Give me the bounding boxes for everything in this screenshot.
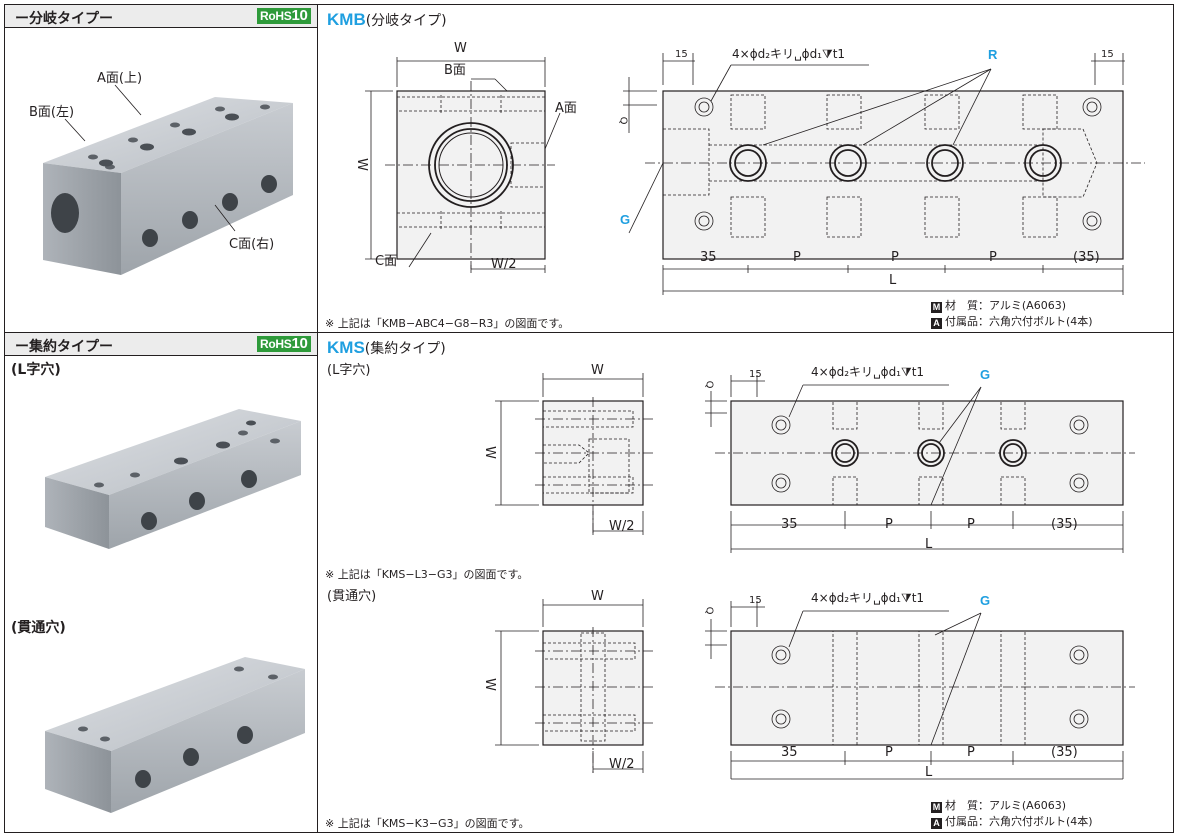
kmb-side-c-face: C面 (375, 254, 398, 269)
kms-t-p2: P (967, 745, 975, 760)
kmb-front-15-right: 15 (1101, 49, 1114, 60)
rohs-number: 10 (291, 335, 308, 352)
accessory-mark: A (931, 318, 942, 329)
kmb-side-w-half: W/2 (491, 257, 517, 272)
kmb-front-p3: P (989, 250, 997, 265)
kms-rohs-badge: RoHS10 (257, 336, 311, 352)
kmb-title: KMB(分岐タイプ) (327, 10, 447, 30)
kms-accessory-text: 付属品：六角穴付ボルト(4本) (945, 815, 1093, 828)
kms-l-g-label: G (980, 367, 990, 382)
kms-t-side-view (495, 599, 655, 773)
kms-t-g-label: G (980, 593, 990, 608)
kmb-side-view (365, 57, 561, 273)
material-mark: M (931, 802, 942, 813)
kmb-front-p2: P (891, 250, 899, 265)
kms-l-w-top: W (591, 363, 604, 378)
kms-through-product-photo (45, 657, 305, 813)
kms-t-l: L (925, 765, 933, 780)
kms-l-w-half: W/2 (609, 519, 635, 534)
kms-t-w-side: W (481, 678, 497, 691)
kms-model-sub: (集約タイプ) (364, 341, 446, 357)
kmb-front-l: L (889, 273, 897, 288)
kmb-model: KMB (327, 10, 366, 29)
kmb-accessory-text: 付属品：六角穴付ボルト(4本) (945, 315, 1093, 328)
kmb-r-text: R (988, 47, 998, 62)
kms-l-side-view (495, 373, 655, 535)
kms-l-w-side: W (481, 446, 497, 459)
kmb-front-15-left: 15 (675, 49, 688, 60)
kmb-left-header (5, 5, 317, 28)
kms-t-p1: P (885, 745, 893, 760)
accessory-mark: A (931, 818, 942, 829)
row-divider (5, 332, 1173, 333)
kmb-g-text: G (620, 212, 630, 227)
kmb-front-view (623, 53, 1145, 295)
kmb-photo-label-c: C面(右) (229, 237, 275, 252)
rohs-number: 10 (291, 7, 308, 24)
kmb-photo-leaders (64, 84, 236, 232)
kms-through-label: (貫通穴) (11, 620, 66, 636)
kms-l-15: 15 (749, 369, 762, 380)
kmb-front-35: 35 (700, 250, 717, 265)
kmb-side-a-face: A面 (555, 101, 577, 116)
kms-l-p2: P (967, 517, 975, 532)
kms-l-35: 35 (781, 517, 798, 532)
kms-l-g-text: G (980, 367, 990, 382)
kms-model: KMS (327, 338, 365, 357)
rohs-prefix: RoHS (260, 9, 292, 23)
kms-material-text: 材 質：アルミ(A6063) (945, 799, 1066, 812)
kms-l-q: Q (703, 380, 715, 389)
kms-l-hole-label: (L字穴) (11, 362, 61, 378)
kms-left-header (5, 333, 317, 356)
rohs-prefix: RoHS (260, 337, 292, 351)
kms-l-product-photo (45, 409, 301, 549)
kms-t-front-view (705, 601, 1135, 780)
kms-l-sub: (L字穴) (327, 363, 371, 378)
kmb-model-sub: (分岐タイプ) (365, 13, 447, 29)
kms-l-front-view (705, 375, 1135, 553)
kms-t-q: Q (703, 606, 715, 615)
kms-t-g-text: G (980, 593, 990, 608)
kmb-front-p1: P (793, 250, 801, 265)
kms-l-p1: P (885, 517, 893, 532)
kms-through-sub: (貫通穴) (327, 589, 377, 604)
kms-t-w-half: W/2 (609, 757, 635, 772)
kms-t-35-end: (35) (1051, 745, 1078, 760)
kms-t-w-top: W (591, 589, 604, 604)
kms-t-hole-note: 4×ϕd₂キリ␣ϕd₁⧩t1 (811, 591, 925, 605)
catalog-sheet: ー分岐タイプー RoHS10 (4, 4, 1174, 833)
kms-category-label: ー集約タイプー (15, 339, 113, 355)
kmb-product-photo (43, 97, 293, 275)
kmb-photo-label-b: B面(左) (29, 105, 75, 120)
kmb-side-w-top: W (454, 41, 467, 56)
kms-title: KMS(集約タイプ) (327, 338, 446, 358)
kmb-front-35-end: (35) (1073, 250, 1100, 265)
kmb-side-w: W (353, 158, 369, 171)
kmb-front-q: Q (617, 116, 629, 125)
kmb-side-b-face: B面 (444, 63, 466, 78)
material-mark: M (931, 302, 942, 313)
kms-l-l: L (925, 537, 933, 552)
kmb-note: ※ 上記は「KMB−ABC4−G8−R3」の図面です。 (325, 317, 570, 330)
kms-t-35: 35 (781, 745, 798, 760)
kmb-front-hole-note: 4×ϕd₂キリ␣ϕd₁⧩t1 (732, 47, 846, 61)
kms-note-l: ※ 上記は「KMS−L3−G3」の図面です。 (325, 568, 529, 581)
kms-t-15: 15 (749, 595, 762, 606)
column-divider (317, 5, 318, 832)
kmb-category-label: ー分岐タイプー (15, 11, 113, 27)
kmb-material-text: 材 質：アルミ(A6063) (945, 299, 1066, 312)
kmb-r-label: R (988, 47, 998, 62)
kms-l-35-end: (35) (1051, 517, 1078, 532)
kms-note-t: ※ 上記は「KMS−K3−G3」の図面です。 (325, 817, 530, 830)
kms-l-hole-note: 4×ϕd₂キリ␣ϕd₁⧩t1 (811, 365, 925, 379)
kmb-rohs-badge: RoHS10 (257, 8, 311, 24)
kmb-g-label: G (620, 212, 630, 227)
kmb-photo-label-a: A面(上) (97, 71, 143, 86)
